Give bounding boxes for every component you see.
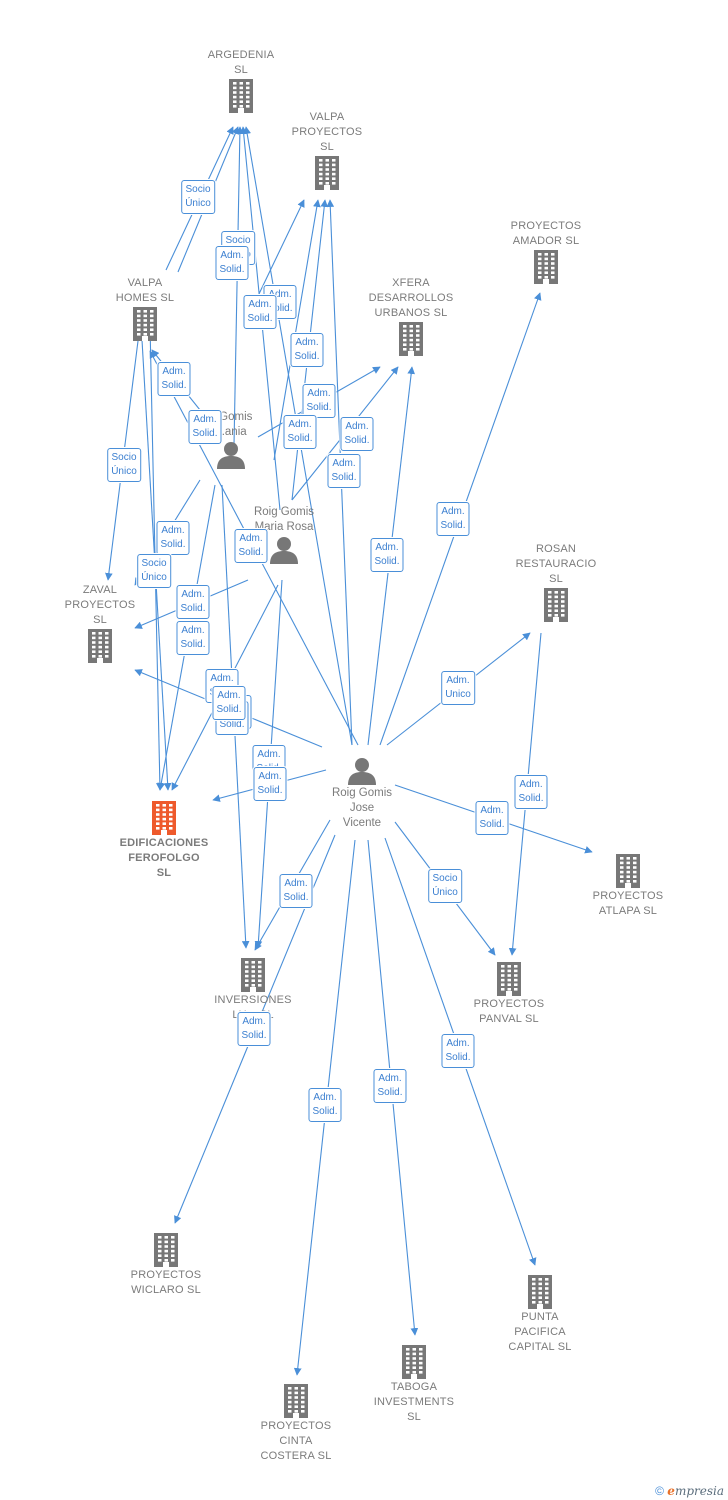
building-icon: [88, 629, 112, 663]
node-edificaciones-ferofolgo[interactable]: EDIFICACIONES FEROFOLGO SL: [108, 800, 220, 881]
company-label: ARGEDENIA SL: [207, 49, 275, 76]
node-valpa-proyectos[interactable]: VALPA PROYECTOS SL: [286, 110, 368, 191]
building-icon: [544, 588, 568, 622]
company-label: EDIFICACIONES FEROFOLGO SL: [119, 837, 209, 879]
company-label: PROYECTOS AMADOR SL: [510, 220, 582, 247]
company-label: PROYECTOS WICLARO SL: [130, 1269, 202, 1296]
node-taboga[interactable]: TABOGA INVESTMENTS SL: [366, 1344, 462, 1425]
person-icon: [270, 537, 298, 564]
edge-label[interactable]: Adm. Solid.: [441, 1034, 475, 1068]
company-label: PROYECTOS ATLAPA SL: [592, 890, 664, 917]
node-proyectos-atlapa[interactable]: PROYECTOS ATLAPA SL: [582, 853, 674, 919]
building-icon: [241, 958, 265, 992]
node-valpa-homes[interactable]: VALPA HOMES SL: [106, 276, 184, 342]
building-icon: [534, 250, 558, 284]
node-rosan[interactable]: ROSAN RESTAURACIO SL: [508, 542, 604, 623]
person-label: Roig Gomis Jose Vicente: [331, 787, 393, 829]
edge-label[interactable]: Adm. Solid.: [279, 874, 313, 908]
edge-label[interactable]: Adm. Solid.: [243, 295, 277, 329]
building-icon: [154, 1233, 178, 1267]
edge-label[interactable]: Adm. Solid.: [215, 246, 249, 280]
edge-label[interactable]: Socio Único: [137, 554, 171, 588]
edge-label[interactable]: Adm. Solid.: [436, 502, 470, 536]
person-icon: [348, 758, 376, 785]
brand-logo: empresia: [667, 1484, 724, 1498]
company-label: VALPA HOMES SL: [115, 277, 175, 304]
company-label: PUNTA PACIFICA CAPITAL SL: [508, 1311, 572, 1353]
building-icon: [315, 156, 339, 190]
edge-label[interactable]: Adm. Solid.: [514, 775, 548, 809]
building-icon: [528, 1275, 552, 1309]
edge-line: [233, 126, 244, 446]
node-proyectos-amador[interactable]: PROYECTOS AMADOR SL: [500, 219, 592, 285]
person-icon: [217, 442, 245, 469]
edge-label[interactable]: Adm. Solid.: [340, 417, 374, 451]
edge-label[interactable]: Adm. Solid.: [302, 384, 336, 418]
edge-label[interactable]: Adm. Solid.: [327, 454, 361, 488]
node-proyectos-wiclaro[interactable]: PROYECTOS WICLARO SL: [118, 1232, 214, 1298]
edge-label[interactable]: Socio Único: [181, 180, 215, 214]
building-icon: [284, 1384, 308, 1418]
company-label: ZAVAL PROYECTOS SL: [64, 584, 136, 626]
edge-label[interactable]: Adm. Solid.: [237, 1012, 271, 1046]
footer-brand: © empresia: [655, 1484, 724, 1498]
building-icon: [497, 962, 521, 996]
node-zaval[interactable]: ZAVAL PROYECTOS SL: [56, 583, 144, 664]
company-label: PROYECTOS PANVAL SL: [473, 998, 545, 1025]
edge-label[interactable]: Adm. Solid.: [176, 585, 210, 619]
building-icon: [402, 1345, 426, 1379]
node-xfera[interactable]: XFERA DESARROLLOS URBANOS SL: [363, 276, 459, 357]
edge-label[interactable]: Adm. Solid.: [234, 529, 268, 563]
copyright-symbol: ©: [655, 1484, 664, 1498]
edge-label[interactable]: Socio Único: [428, 869, 462, 903]
node-proyectos-panval[interactable]: PROYECTOS PANVAL SL: [462, 961, 556, 1027]
node-proyectos-cinta[interactable]: PROYECTOS CINTA COSTERA SL: [250, 1383, 342, 1464]
edge-line: [273, 199, 321, 461]
edge-label[interactable]: Adm. Solid.: [283, 415, 317, 449]
edge-label[interactable]: Adm. Solid.: [176, 621, 210, 655]
edge-label[interactable]: Adm. Solid.: [156, 521, 190, 555]
company-label: ROSAN RESTAURACIO SL: [515, 543, 597, 585]
edge-label[interactable]: Adm. Solid.: [373, 1069, 407, 1103]
building-icon: [399, 322, 423, 356]
building-icon: [133, 307, 157, 341]
edge-label[interactable]: Adm. Unico: [441, 671, 475, 705]
edge-label[interactable]: Adm. Solid.: [188, 410, 222, 444]
edge-label[interactable]: Adm. Solid.: [157, 362, 191, 396]
company-label: VALPA PROYECTOS SL: [291, 111, 363, 153]
edge-label[interactable]: Socio Único: [107, 448, 141, 482]
edge-line: [257, 199, 305, 297]
edge-label[interactable]: Adm. Solid.: [308, 1088, 342, 1122]
node-person-jose-vicente[interactable]: Roig Gomis Jose Vicente: [320, 756, 404, 831]
edge-label[interactable]: Adm. Solid.: [370, 538, 404, 572]
building-icon: [229, 79, 253, 113]
building-icon: [152, 801, 176, 835]
node-punta-pacifica[interactable]: PUNTA PACIFICA CAPITAL SL: [496, 1274, 584, 1355]
company-label: XFERA DESARROLLOS URBANOS SL: [368, 277, 454, 319]
edge-label[interactable]: Adm. Solid.: [290, 333, 324, 367]
node-argedenia[interactable]: ARGEDENIA SL: [201, 48, 281, 114]
edge-label[interactable]: Adm. Solid.: [212, 686, 246, 720]
edge-label[interactable]: Adm. Solid.: [475, 801, 509, 835]
building-icon: [616, 854, 640, 888]
company-label: PROYECTOS CINTA COSTERA SL: [260, 1420, 332, 1462]
edge-label[interactable]: Adm. Solid.: [253, 767, 287, 801]
company-label: TABOGA INVESTMENTS SL: [373, 1381, 455, 1423]
